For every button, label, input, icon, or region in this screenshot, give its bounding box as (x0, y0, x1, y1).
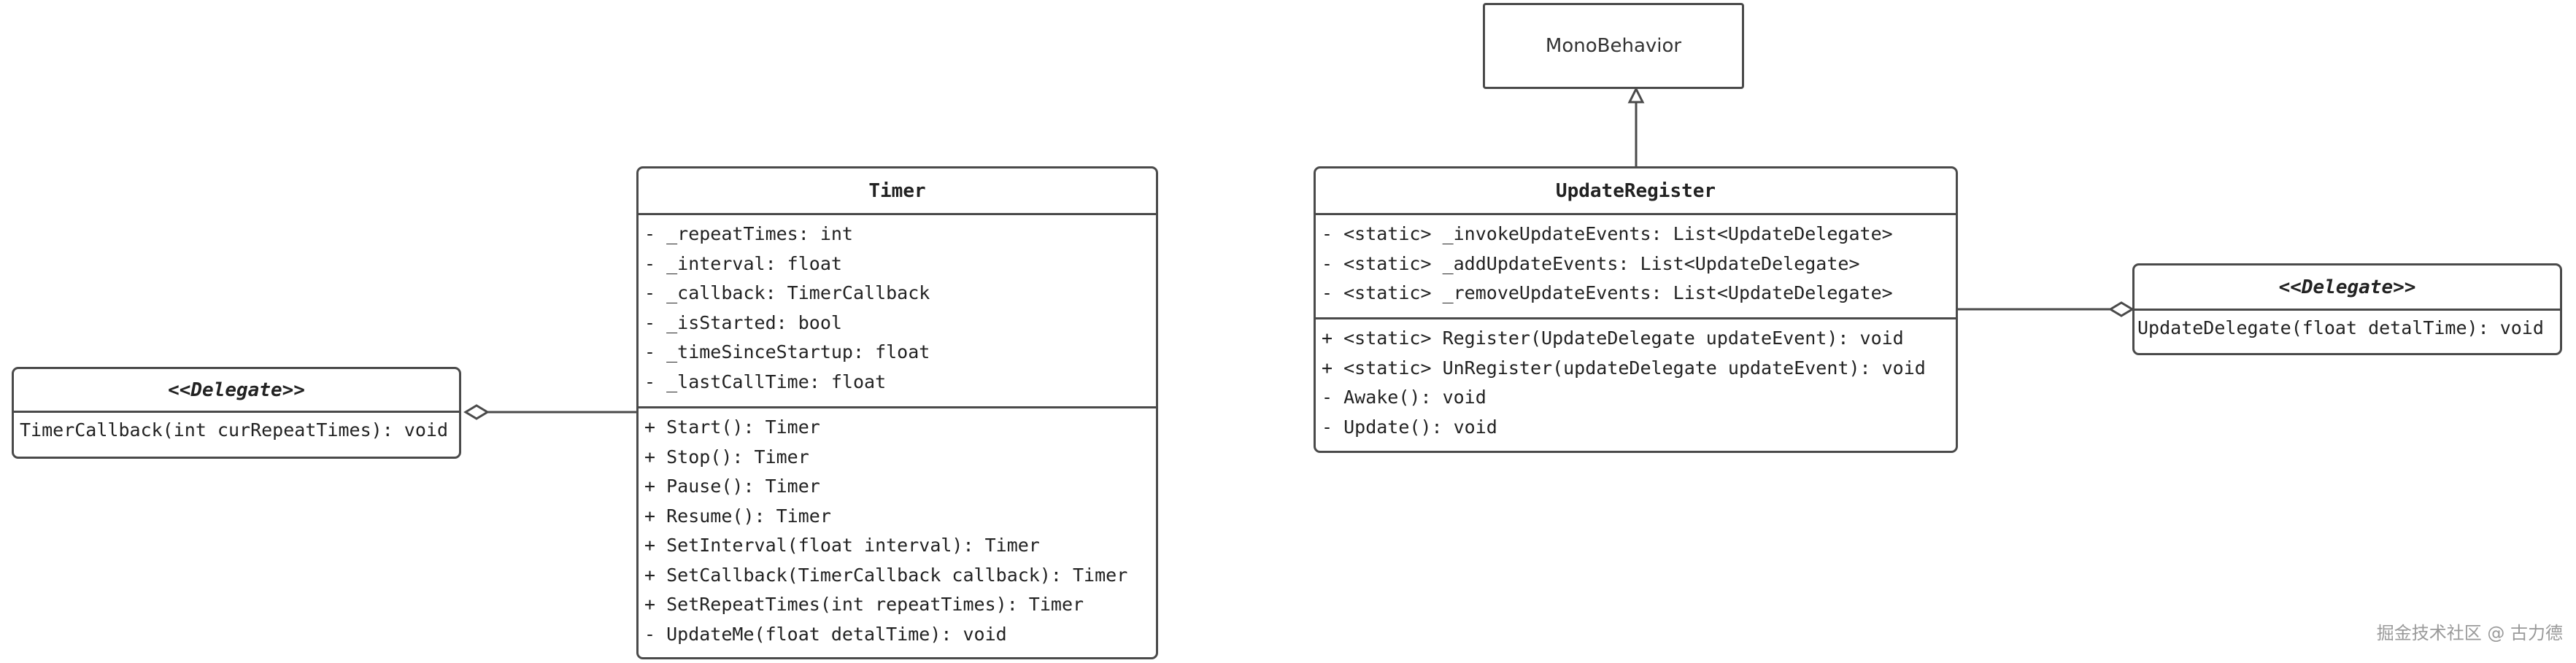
timer-methods: + Start(): Timer + Stop(): Timer + Pause… (639, 408, 1156, 652)
attribute-row: - <static> _removeUpdateEvents: List<Upd… (1322, 282, 1893, 303)
mono-behavior-class: MonoBehavior (1483, 3, 1744, 89)
method-row: + Resume(): Timer (644, 505, 831, 527)
attribute-row: - <static> _invokeUpdateEvents: List<Upd… (1322, 223, 1893, 244)
update-register-attributes: - <static> _invokeUpdateEvents: List<Upd… (1316, 215, 1956, 319)
method-row: + Start(): Timer (644, 416, 820, 438)
delegate-stereotype: <<Delegate>> (14, 369, 459, 413)
method-row: + SetInterval(float interval): Timer (644, 535, 1040, 556)
timer-class: Timer - _repeatTimes: int - _interval: f… (636, 166, 1158, 659)
class-name-label: Timer (868, 179, 926, 202)
class-name-label: UpdateRegister (1555, 179, 1716, 202)
method-row: - Update(): void (1322, 416, 1497, 438)
timer-callback-delegate: <<Delegate>> TimerCallback(int curRepeat… (12, 367, 461, 459)
method-row: + <static> UnRegister(updateDelegate upd… (1322, 357, 1926, 379)
delegate-methods: UpdateDelegate(float detalTime): void (2135, 311, 2560, 346)
stereotype-label: <<Delegate>> (168, 379, 305, 401)
method-row: + SetRepeatTimes(int repeatTimes): Timer (644, 594, 1084, 615)
update-register-class: UpdateRegister - <static> _invokeUpdateE… (1314, 166, 1958, 453)
attribute-row: - _isStarted: bool (644, 311, 842, 333)
delegate-stereotype: <<Delegate>> (2135, 265, 2560, 311)
method-row: + Stop(): Timer (644, 446, 809, 468)
stereotype-label: <<Delegate>> (2278, 276, 2416, 298)
timer-aggregation-diamond (463, 404, 490, 420)
delegate-methods: TimerCallback(int curRepeatTimes): void (14, 413, 459, 449)
attribute-row: - _interval: float (644, 252, 842, 274)
watermark-text: 掘金技术社区 @ 古力德 (2376, 623, 2563, 643)
method-row: + SetCallback(TimerCallback callback): T… (644, 564, 1128, 586)
mono-behavior-label: MonoBehavior (1545, 35, 1682, 57)
generalization-arrowhead (1627, 86, 1645, 104)
update-aggregation-diamond (2108, 301, 2135, 317)
method-row: - UpdateMe(float detalTime): void (644, 623, 1007, 645)
delegate-method: TimerCallback(int curRepeatTimes): void (20, 419, 448, 441)
attribute-row: - _callback: TimerCallback (644, 282, 930, 303)
attribute-row: - <static> _addUpdateEvents: List<Update… (1322, 252, 1860, 274)
method-row: + <static> Register(UpdateDelegate updat… (1322, 327, 1904, 349)
method-row: + Pause(): Timer (644, 476, 820, 497)
attribute-row: - _repeatTimes: int (644, 223, 853, 244)
update-register-class-name: UpdateRegister (1316, 168, 1956, 215)
method-row: - Awake(): void (1322, 387, 1486, 408)
timer-attributes: - _repeatTimes: int - _interval: float -… (639, 215, 1156, 408)
attribute-row: - _lastCallTime: float (644, 371, 887, 392)
update-register-methods: + <static> Register(UpdateDelegate updat… (1316, 319, 1956, 445)
update-delegate: <<Delegate>> UpdateDelegate(float detalT… (2132, 263, 2562, 355)
timer-class-name: Timer (639, 168, 1156, 215)
attribute-row: - _timeSinceStartup: float (644, 341, 930, 362)
delegate-method: UpdateDelegate(float detalTime): void (2137, 317, 2544, 338)
